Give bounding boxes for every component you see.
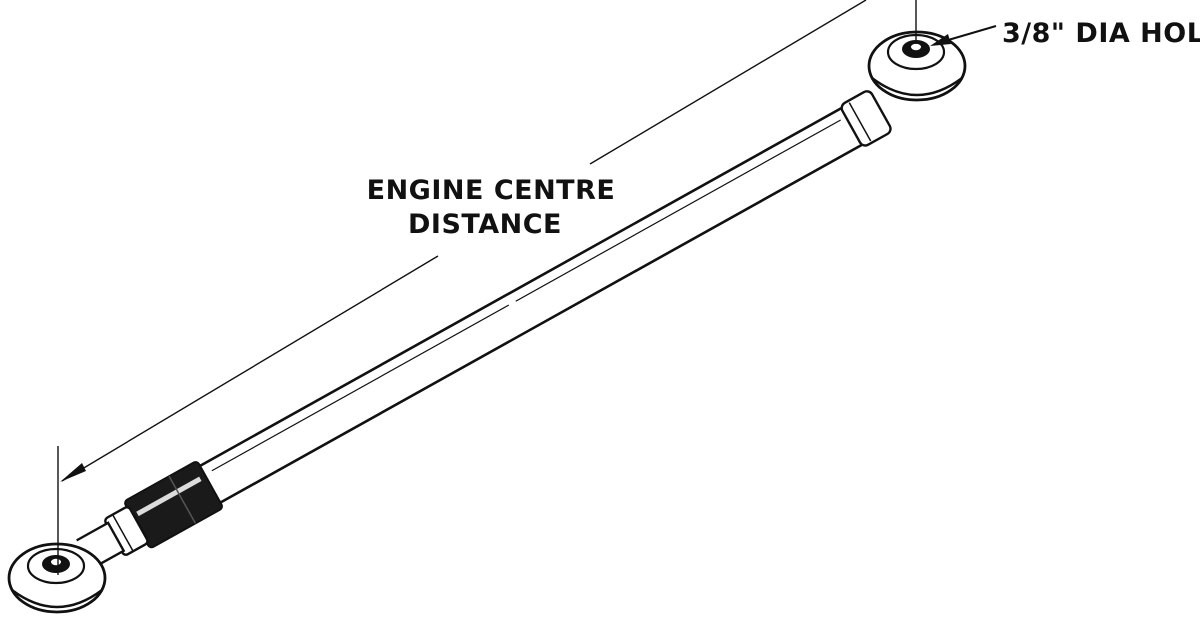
dimension-label-line2: DISTANCE [408, 209, 562, 240]
dimension-label-line1: ENGINE CENTRE [367, 175, 616, 206]
far-rod-end-eye [867, 30, 967, 102]
dimension-line [61, 0, 867, 482]
hole-callout-arrowhead [930, 34, 951, 46]
rod-shaft-seam [508, 299, 517, 307]
rod-shaft [196, 102, 878, 506]
rod-shaft-shading [211, 119, 841, 472]
rod-assembly [76, 90, 892, 570]
hole-callout-label: 3/8" DIA HOLE [1002, 18, 1200, 49]
dimension-arrowhead-left [60, 463, 86, 482]
near-rod-end-eye [7, 542, 107, 614]
far-end-collar [840, 90, 892, 147]
thread-line [168, 475, 197, 524]
lock-nut-flat [112, 515, 134, 551]
far-collar-line [848, 102, 872, 142]
threaded-highlight [136, 476, 202, 517]
